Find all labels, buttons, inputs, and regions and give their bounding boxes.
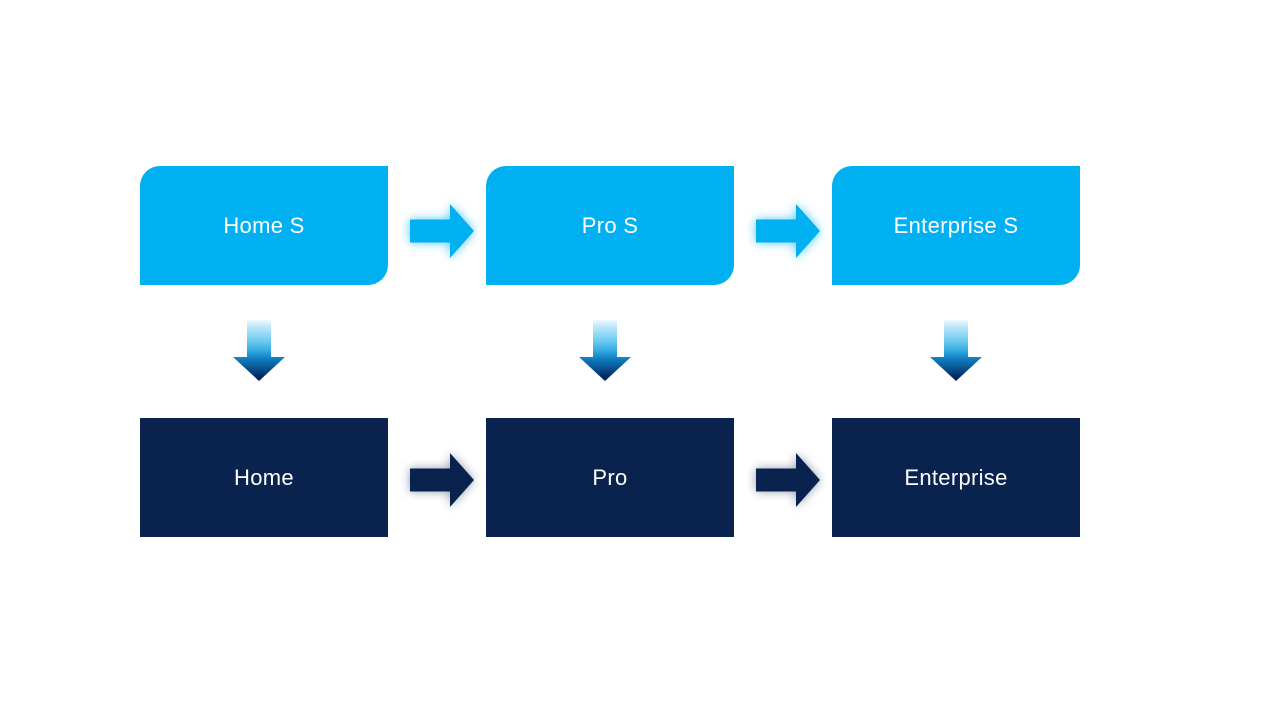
shape-enterprise: Enterprise [832,418,1080,537]
arrow-right-shape [410,204,474,258]
arrow-down-icon [579,320,631,381]
shape-enterprise-s: Enterprise S [832,166,1080,285]
arrow-right-icon [410,453,474,507]
shape-home: Home [140,418,388,537]
shape-pro: Pro [486,418,734,537]
arrow-down-icon [233,320,285,381]
shape-enterprise-s-label: Enterprise S [893,212,1019,238]
arrow-right-shape [410,453,474,507]
shape-pro-s: Pro S [486,166,734,285]
shape-pro-s-label: Pro S [581,212,639,238]
shape-enterprise-label: Enterprise [904,464,1008,490]
arrow-right-icon [756,204,820,258]
shape-home-s-label: Home S [223,212,305,238]
arrow-down-icon [930,320,982,381]
arrow-right-icon [756,453,820,507]
arrow-right-shape [756,453,820,507]
shape-home-label: Home [234,464,294,490]
shape-pro-label: Pro [592,464,628,490]
arrow-right-shape [756,204,820,258]
shape-home-s: Home S [140,166,388,285]
arrow-right-icon [410,204,474,258]
